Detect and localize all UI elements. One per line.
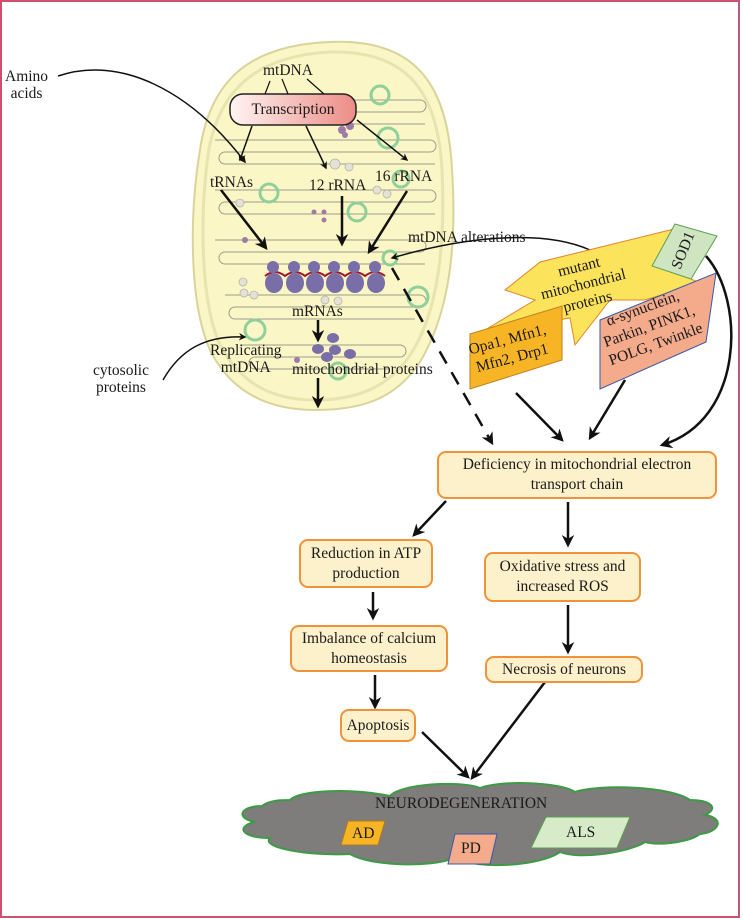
dashed-arrow xyxy=(390,267,494,446)
amino-acids-label: Amino acids xyxy=(5,68,48,102)
calcium-imbalance-box: Imbalance of calcium homeostasis xyxy=(290,625,448,672)
rrna12-label: 12 rRNA xyxy=(309,177,367,194)
pd-badge xyxy=(447,833,498,865)
apoptosis-text: Apoptosis xyxy=(346,716,410,734)
mito-proteins-label: mitochondrial proteins xyxy=(292,361,433,378)
necrosis-text: Necrosis of neurons xyxy=(502,660,626,678)
calcium-line1: Imbalance of calcium xyxy=(301,629,437,647)
replicating-line1: Replicating xyxy=(210,342,282,359)
mtdna-label: mtDNA xyxy=(263,62,313,79)
ad-label: AD xyxy=(352,825,375,842)
amino-line1: Amino xyxy=(5,68,49,85)
sod1-box xyxy=(651,223,718,280)
vesicles xyxy=(235,158,392,306)
deficiency-arrows xyxy=(366,255,733,780)
mitochondrion xyxy=(191,40,455,412)
calcium-line2: homeostasis xyxy=(331,649,407,667)
transcription-label: Transcription xyxy=(251,101,335,118)
deficiency-line1: Deficiency in mitochondrial electron xyxy=(462,456,692,473)
atp-line1: Reduction in ATP xyxy=(310,544,422,562)
amino-line2: acids xyxy=(10,85,43,102)
protein-cluster xyxy=(312,333,356,362)
ribosome-chain xyxy=(264,261,386,293)
mutant-proteins-group xyxy=(469,223,718,390)
internal-arrows xyxy=(57,69,591,409)
pd-label: PD xyxy=(461,840,481,857)
syn-box xyxy=(599,272,717,390)
deficiency-box: Deficiency in mitochondrial electron tra… xyxy=(437,451,717,499)
oxidative-stress-box: Oxidative stress and increased ROS xyxy=(484,552,641,602)
atp-line2: production xyxy=(332,564,400,582)
neurodegeneration-title: NEURODEGENERATION xyxy=(375,795,548,812)
mtdna-rings xyxy=(243,84,430,381)
cytosolic-line2: proteins xyxy=(96,379,146,396)
trnas-label: tRNAs xyxy=(210,174,254,191)
ad-badge xyxy=(340,820,386,846)
rrna16-label: 16 rRNA xyxy=(375,168,433,185)
cytosolic-proteins-label: cytosolic proteins xyxy=(93,362,149,396)
granules xyxy=(242,122,354,363)
opa-box xyxy=(469,305,563,390)
als-label: ALS xyxy=(566,824,596,841)
ros-line1: Oxidative stress and xyxy=(499,558,626,575)
mtdna-alterations-label: mtDNA alterations xyxy=(408,229,526,246)
replicating-line2: mtDNA xyxy=(220,359,271,376)
deficiency-line2: transport chain xyxy=(530,476,624,493)
apoptosis-box: Apoptosis xyxy=(340,709,416,742)
replicating-mtdna-label: Replicating mtDNA xyxy=(210,342,281,376)
mitochondrion-outer-membrane xyxy=(191,40,455,412)
mrnas-label: mRNAs xyxy=(292,303,343,320)
ros-line2: increased ROS xyxy=(516,578,609,595)
necrosis-box: Necrosis of neurons xyxy=(485,656,643,683)
cytosolic-line1: cytosolic xyxy=(93,362,149,379)
transcription-box xyxy=(229,93,357,126)
atp-reduction-box: Reduction in ATP production xyxy=(299,539,433,588)
als-badge xyxy=(530,816,631,849)
